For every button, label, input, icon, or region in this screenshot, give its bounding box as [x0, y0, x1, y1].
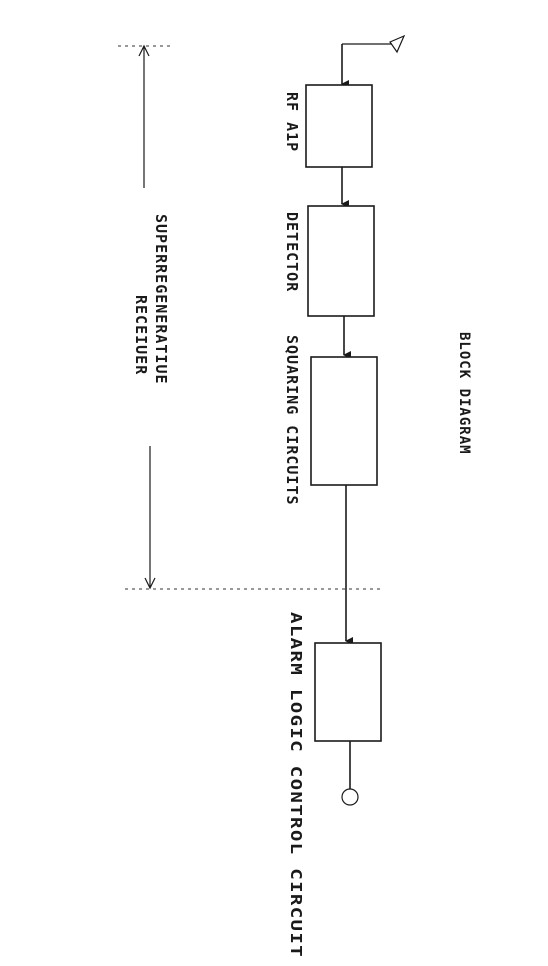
- rf-amp-label: RF A1P: [283, 92, 301, 152]
- antenna-icon: [342, 34, 406, 54]
- squaring-circuits-label: SQUARING CIRCUITS: [283, 335, 301, 506]
- diagram-title: BLOCK DIAGRAM: [456, 332, 472, 455]
- output-terminal-icon: [341, 788, 359, 806]
- alarm-logic-block: [314, 642, 382, 742]
- alarm-logic-label: ALARM LOGIC CONTROL CIRCUIT: [287, 612, 305, 958]
- receiver-label-line1: SUPERREGENERATIUE: [152, 214, 170, 385]
- rf-amp-block: [305, 84, 373, 168]
- squaring-circuits-block: [310, 356, 378, 486]
- detector-block: [307, 205, 375, 317]
- receiver-bracket: [138, 44, 156, 590]
- detector-label: DETECTOR: [283, 212, 301, 292]
- receiver-label-line2: RECEIUER: [132, 295, 150, 375]
